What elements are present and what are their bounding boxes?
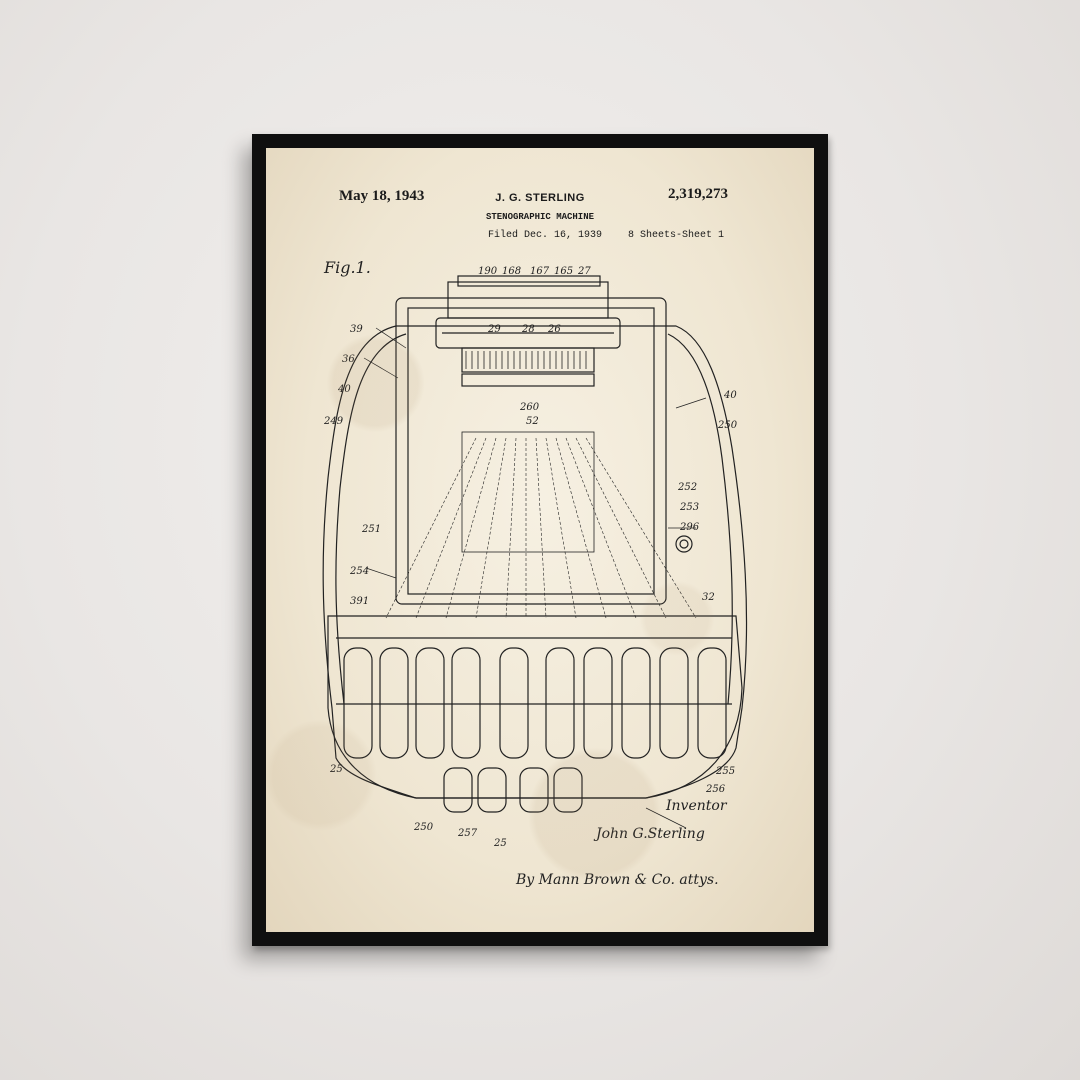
picture-frame: May 18, 1943 J. G. STERLING 2,319,273 ST… bbox=[252, 134, 828, 946]
patent-print: May 18, 1943 J. G. STERLING 2,319,273 ST… bbox=[266, 148, 814, 932]
svg-text:251: 251 bbox=[361, 524, 381, 535]
svg-text:26: 26 bbox=[547, 324, 561, 335]
svg-text:168: 168 bbox=[502, 266, 521, 277]
svg-text:27: 27 bbox=[577, 266, 591, 277]
patent-title: STENOGRAPHIC MACHINE bbox=[485, 212, 595, 222]
svg-text:296: 296 bbox=[679, 522, 700, 533]
inventor-header: J. G. STERLING bbox=[495, 192, 585, 204]
svg-text:28: 28 bbox=[521, 324, 535, 335]
svg-text:40: 40 bbox=[337, 384, 351, 395]
svg-text:257: 257 bbox=[457, 828, 478, 839]
svg-text:253: 253 bbox=[679, 502, 699, 513]
svg-text:29: 29 bbox=[487, 324, 501, 335]
svg-text:40: 40 bbox=[723, 390, 737, 401]
svg-text:32: 32 bbox=[702, 592, 715, 603]
svg-text:250: 250 bbox=[717, 420, 738, 431]
svg-text:36: 36 bbox=[342, 354, 355, 365]
svg-text:255: 255 bbox=[715, 766, 735, 777]
svg-text:250: 250 bbox=[413, 822, 434, 833]
svg-text:39: 39 bbox=[350, 324, 363, 335]
filed-date: Filed Dec. 16, 1939 bbox=[488, 230, 603, 241]
svg-text:167: 167 bbox=[530, 266, 550, 277]
svg-text:190: 190 bbox=[478, 266, 498, 277]
svg-text:52: 52 bbox=[526, 416, 539, 427]
inventor-caption: Inventor bbox=[666, 798, 727, 814]
stenograph-drawing: 39 36 40 249 251 254 391 25 250 257 25 4… bbox=[322, 266, 748, 849]
svg-text:391: 391 bbox=[350, 596, 369, 607]
patent-number: 2,319,273 bbox=[668, 186, 728, 202]
svg-text:252: 252 bbox=[677, 482, 697, 493]
svg-text:254: 254 bbox=[349, 566, 369, 577]
figure-label: Fig.1. bbox=[324, 258, 371, 277]
inventor-signature: John G.Sterling bbox=[596, 826, 705, 842]
svg-text:249: 249 bbox=[323, 416, 344, 427]
sheet-count: 8 Sheets-Sheet 1 bbox=[627, 230, 724, 241]
svg-text:25: 25 bbox=[329, 764, 343, 775]
svg-text:25: 25 bbox=[493, 838, 507, 849]
patent-date: May 18, 1943 bbox=[339, 188, 425, 204]
svg-text:260: 260 bbox=[519, 402, 540, 413]
attorney-signature: By Mann Brown & Co. attys. bbox=[516, 872, 719, 888]
svg-text:256: 256 bbox=[705, 784, 726, 795]
svg-text:165: 165 bbox=[554, 266, 573, 277]
